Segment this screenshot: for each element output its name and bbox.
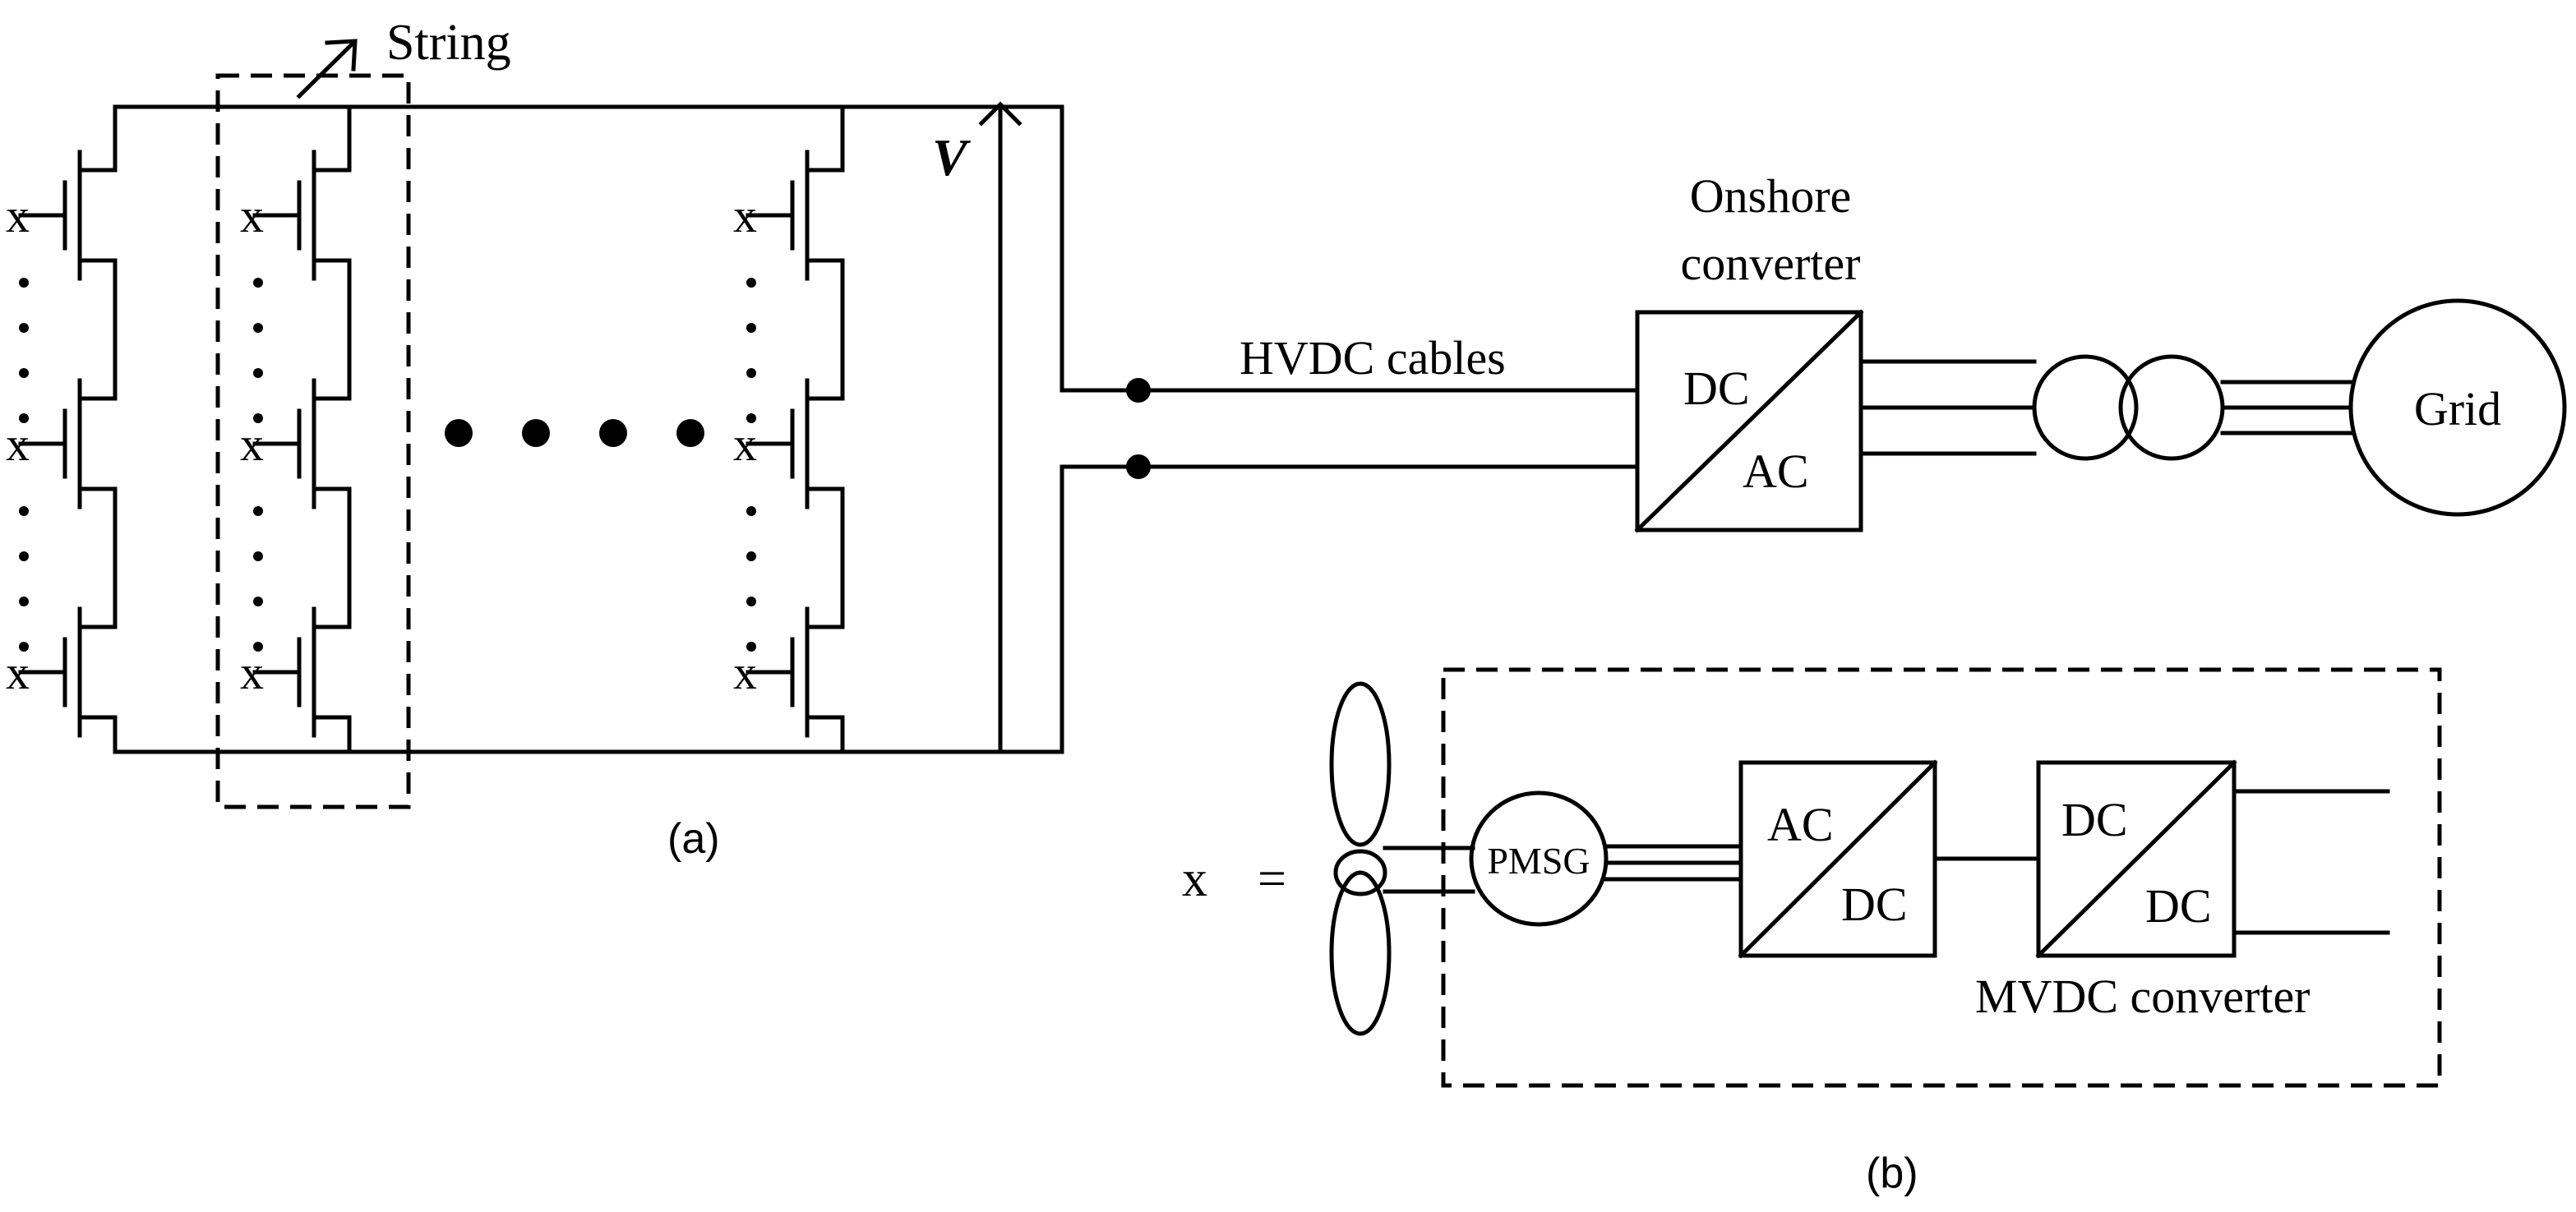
string-ellipsis-dot — [522, 419, 550, 447]
unit-symbol-label: x — [240, 189, 264, 242]
turbine-strings: x x x x x x x x x — [6, 104, 845, 754]
vertical-ellipsis-dot — [746, 278, 756, 288]
equals-sign: = — [1258, 851, 1286, 907]
vertical-ellipsis-dot — [253, 551, 263, 561]
string-pointer-arrowhead — [325, 39, 358, 71]
unit-symbol-label: x — [733, 417, 757, 471]
vertical-ellipsis-dot — [19, 368, 29, 378]
vertical-ellipsis-dot — [253, 368, 263, 378]
rectifier-dc-label: DC — [1841, 878, 1908, 931]
rectifier-diagonal — [1738, 759, 1938, 959]
onshore-converter-ac-label: AC — [1743, 445, 1809, 498]
unit-symbol-label: x — [240, 646, 264, 699]
vertical-ellipsis-dot — [253, 278, 263, 288]
terminal-positive — [1126, 378, 1151, 403]
turbine-unit-section: x = PMSG AC DC DC DC MVDC converter — [1182, 667, 2442, 1197]
onshore-title-line2: converter — [1681, 237, 1861, 290]
onshore-title-line1: Onshore — [1690, 169, 1852, 223]
vertical-ellipsis-dot — [19, 323, 29, 333]
vertical-ellipsis-dot — [19, 642, 29, 652]
mvdc-converter-diagonal — [2035, 759, 2237, 959]
voltage-label: V — [932, 128, 972, 187]
unit-symbol-label: x — [6, 417, 30, 471]
string-pointer-arrow — [296, 41, 355, 99]
terminal-negative — [1126, 454, 1151, 479]
pmsg-label: PMSG — [1487, 840, 1590, 882]
vertical-ellipsis-dot — [746, 551, 756, 561]
vertical-ellipsis-dot — [746, 413, 756, 423]
turbine-blade-bottom — [1329, 870, 1392, 1036]
rectifier-ac-label: AC — [1767, 798, 1834, 851]
vertical-ellipsis-dot — [746, 506, 756, 516]
mvdc-dc-in-label: DC — [2061, 793, 2128, 846]
vertical-ellipsis-dot — [19, 413, 29, 423]
unit-symbol-label: x — [733, 646, 757, 699]
string-label: String — [386, 15, 511, 71]
grid-source — [2348, 298, 2567, 517]
vertical-ellipsis-dot — [253, 506, 263, 516]
turbine-blade-top — [1329, 681, 1392, 847]
unit-symbol-label: x — [6, 189, 30, 242]
string-ellipsis-dot — [676, 419, 704, 447]
vertical-ellipsis-dot — [746, 323, 756, 333]
turbine-hub — [1333, 849, 1387, 896]
onshore-converter-box — [1635, 310, 1863, 532]
unit-symbol-label: x — [240, 417, 264, 471]
mvdc-converter-box — [2036, 760, 2237, 958]
transformer-winding-primary — [2032, 354, 2139, 461]
pmsg-generator — [1469, 790, 1609, 927]
vertical-ellipsis-dot — [253, 597, 263, 606]
vertical-ellipsis-dot — [253, 413, 263, 423]
vertical-ellipsis-dot — [253, 642, 263, 652]
transmission-section: HVDC cables Onshore converter DC AC Grid — [1059, 169, 2567, 533]
onshore-converter-dc-label: DC — [1683, 362, 1750, 415]
string-ellipsis-dot — [445, 419, 473, 447]
grid-label: Grid — [2414, 382, 2501, 435]
hvdc-cables-label: HVDC cables — [1240, 331, 1506, 385]
string-ellipsis-dots — [445, 419, 704, 447]
vertical-ellipsis-dot — [253, 323, 263, 333]
vertical-ellipsis-dot — [19, 278, 29, 288]
caption-a: (a) — [667, 815, 720, 863]
unit-symbol-label: x — [733, 189, 757, 242]
vertical-ellipsis-dot — [746, 642, 756, 652]
mvdc-dc-out-label: DC — [2145, 879, 2212, 933]
vertical-ellipsis-dot — [19, 551, 29, 561]
array-section: V String x x x x x x x x x (a) — [6, 15, 1064, 863]
turbine-unit-dashed-box — [1441, 667, 2442, 1088]
mvdc-converter-label: MVDC converter — [1975, 970, 2311, 1023]
string-ellipsis-dot — [599, 419, 627, 447]
voltage-arrowhead — [978, 101, 1023, 127]
vertical-ellipsis-dot — [746, 597, 756, 606]
vertical-ellipsis-dot — [746, 368, 756, 378]
unit-symbol-label: x — [6, 646, 30, 699]
vertical-ellipsis-dot — [19, 506, 29, 516]
onshore-converter-diagonal — [1634, 309, 1864, 533]
turbine-symbol-label: x — [1182, 851, 1207, 907]
vertical-ellipsis-dot — [19, 597, 29, 606]
caption-b: (b) — [1866, 1150, 1918, 1197]
